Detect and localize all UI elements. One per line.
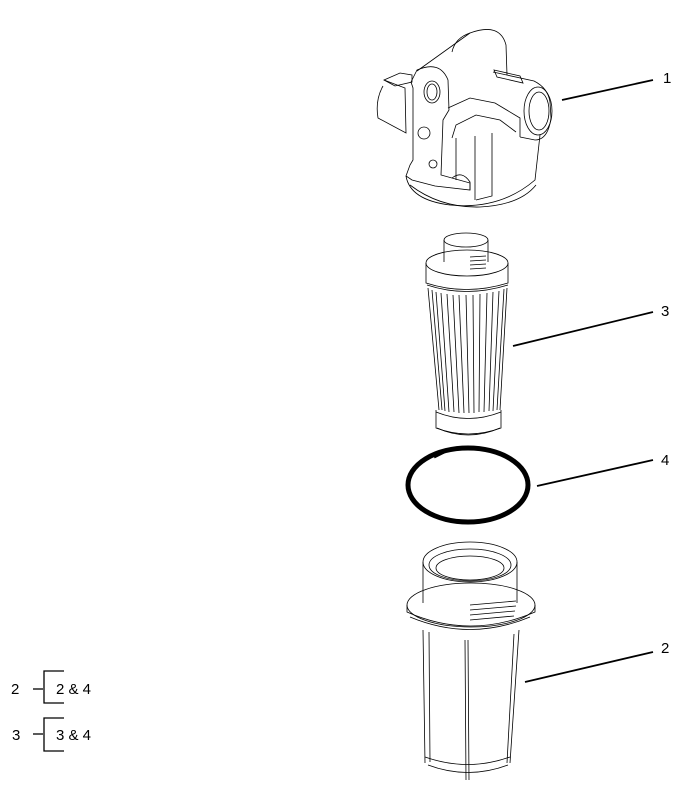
leader-line-1 [561, 79, 654, 101]
leader-line-2 [524, 651, 654, 683]
legend-kit-contents: 2 & 4 [56, 681, 92, 698]
filter-bowl-drawing [406, 541, 536, 781]
callout-1: 1 [663, 70, 672, 87]
filter-element-drawing [425, 232, 509, 436]
legend-kit-number: 3 [12, 727, 21, 744]
legend-kit-number: 2 [11, 681, 20, 698]
callout-4: 4 [661, 452, 670, 469]
callout-2: 2 [661, 640, 670, 657]
legend-kit-contents: 3 & 4 [56, 727, 92, 744]
leader-line-3 [512, 311, 654, 347]
filter-head-drawing [376, 29, 553, 208]
legend-brackets [33, 670, 64, 752]
leader-line-4 [536, 459, 654, 487]
callout-3: 3 [661, 303, 670, 320]
o-ring-drawing [405, 445, 531, 525]
